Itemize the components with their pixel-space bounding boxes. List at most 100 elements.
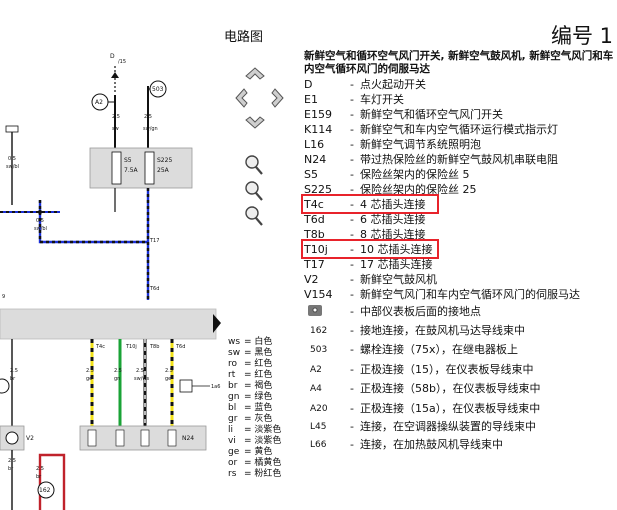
- legend-description: 新鲜空气和车内空气循环运行模式指示灯: [360, 123, 558, 136]
- wire-color-name: 淡紫色: [254, 436, 282, 446]
- wire-size-label-2: 2.5: [144, 114, 152, 120]
- terminal-d-label: D: [110, 53, 115, 60]
- wire-color-abbr: rt: [228, 370, 236, 380]
- wire-color-equals: =: [244, 436, 255, 446]
- wire-color-name: 淡紫色: [254, 425, 282, 435]
- wire-color-abbr: or: [228, 458, 238, 468]
- wire-color-abbr: gr: [228, 414, 238, 424]
- wire-color-name: 黄色: [254, 447, 273, 457]
- wire-size-label-4: 0.5: [36, 218, 44, 224]
- n24-pin-1: [87, 429, 97, 447]
- fuse-s5-label: S5: [124, 157, 132, 164]
- motor-v2-label: V2: [26, 435, 34, 442]
- legend-highlight-box: [301, 194, 439, 214]
- wire-color-label-4: sw/bl: [34, 226, 47, 232]
- legend-description: 17 芯插头连接: [360, 258, 433, 271]
- legend-dash: -: [350, 324, 354, 337]
- wire-color-name: 褐色: [254, 381, 273, 391]
- wire-color-name: 粉红色: [254, 469, 282, 479]
- legend-dash: -: [350, 243, 354, 256]
- legend-dash: -: [350, 382, 354, 395]
- pan-down-icon[interactable]: [245, 116, 265, 129]
- wire-color-abbr: ge: [228, 447, 240, 457]
- legend-item: 45-中部仪表板后面的接地点: [304, 305, 481, 319]
- side-switch: [179, 379, 193, 393]
- wire-color-name: 灰色: [254, 414, 273, 424]
- wire-color-equals: =: [244, 370, 255, 380]
- pan-right-icon[interactable]: [271, 88, 284, 108]
- wire-color-name: 绿色: [254, 392, 273, 402]
- terminal-d-sub-label: /15: [118, 59, 126, 65]
- wire-color-equals: =: [244, 458, 255, 468]
- legend-code: A2: [310, 365, 322, 375]
- legend-dash: -: [350, 438, 354, 451]
- wire-color-abbr: sw: [228, 348, 241, 358]
- legend-description: 正极连接（15），在仪表板导线束中: [360, 363, 534, 376]
- wire-color-name: 红色: [254, 370, 273, 380]
- legend-dash: -: [350, 343, 354, 356]
- wire-color-equals: =: [244, 348, 255, 358]
- legend-description: 正极连接（58b），在仪表板导线束中: [360, 382, 541, 395]
- left-node: [0, 378, 10, 394]
- legend-dash: -: [350, 198, 354, 211]
- legend-description: 连接，在加热鼓风机导线束中: [360, 438, 503, 451]
- legend-code: A4: [310, 384, 322, 394]
- wire-size-label-3: 0.5: [8, 156, 16, 162]
- zoom-reset-icon[interactable]: [245, 181, 263, 201]
- pan-arrows[interactable]: [235, 67, 284, 129]
- legend-description: 新鲜空气调节系统照明泡: [360, 138, 481, 151]
- wire-color-abbr: vi: [228, 436, 236, 446]
- legend-code: S225: [304, 183, 332, 196]
- wire-size-label-7: 2.5: [136, 368, 144, 374]
- wire-color-name: 白色: [254, 337, 273, 347]
- legend-description: 中部仪表板后面的接地点: [360, 305, 481, 318]
- wire-color-abbr: ro: [228, 359, 238, 369]
- wire-size-label-11: 2.5: [36, 466, 44, 472]
- wire-color-label-2: sw/gn: [143, 126, 158, 132]
- wire-color-item: vi = 淡紫色: [228, 436, 281, 447]
- n24-pin-2: [115, 429, 125, 447]
- wire-color-label-10: br: [8, 466, 14, 472]
- harness-arrow: [213, 314, 221, 333]
- pan-up-icon[interactable]: [245, 67, 265, 80]
- zoom-in-icon[interactable]: [245, 155, 263, 175]
- resistor-n24-label: N24: [182, 435, 194, 442]
- wire-color-item: gr= 灰色: [228, 414, 281, 425]
- wire-size-label-9: 2.5: [10, 368, 18, 374]
- legend-dash: -: [350, 273, 354, 286]
- fuse-s5-body: [111, 151, 122, 185]
- n24-pin-4: [167, 429, 177, 447]
- wire-junction-1: [38, 210, 42, 214]
- wire-color-label-6: gn: [114, 376, 120, 382]
- legend-code: 162: [310, 326, 328, 336]
- wire-color-label-7: sw/ws: [134, 376, 149, 382]
- zoom-out-icon[interactable]: [245, 206, 263, 226]
- wire-color-label-5: ge: [86, 376, 92, 382]
- legend-dash: -: [350, 123, 354, 136]
- conn-t17-label: T17: [149, 238, 159, 244]
- edge-mark: 9: [2, 294, 5, 300]
- camera-icon[interactable]: [308, 305, 322, 316]
- fuse-s225-body: [144, 151, 155, 185]
- legend-description: 带过热保险丝的新鲜空气鼓风机串联电阻: [360, 153, 558, 166]
- legend-code: 503: [310, 345, 328, 355]
- legend-dash: -: [350, 363, 354, 376]
- document-number: 编号 1: [551, 24, 614, 48]
- legend-code: E159: [304, 108, 332, 121]
- left-connector: [5, 125, 19, 133]
- wire-color-abbr: ws: [228, 337, 241, 347]
- legend-dash: -: [350, 258, 354, 271]
- legend-code: N24: [304, 153, 327, 166]
- pan-left-icon[interactable]: [235, 88, 248, 108]
- wire-blue-bottom: [38, 200, 148, 244]
- wire-color-equals: =: [244, 469, 255, 479]
- node-162: [37, 481, 55, 499]
- legend-description: 6 芯插头连接: [360, 213, 426, 226]
- legend-code: T4c: [304, 198, 324, 211]
- wire-red: [38, 453, 66, 510]
- wire-color-name: 黑色: [254, 348, 273, 358]
- node-162-label: 162: [39, 487, 51, 494]
- conn-t10j-label-1: T10j: [125, 344, 137, 350]
- legend-code: T17: [304, 258, 325, 271]
